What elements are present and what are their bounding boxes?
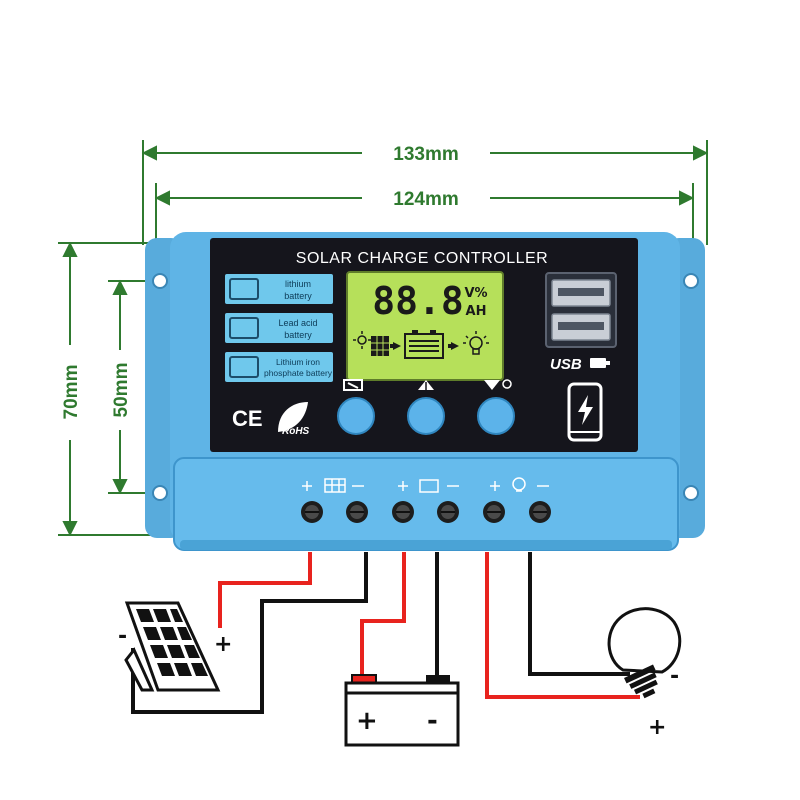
- battery-positive-label: +: [356, 706, 378, 736]
- battery-type-lithium: [225, 274, 333, 304]
- wire-solar-negative: [131, 552, 368, 714]
- terminal-screw[interactable]: [392, 501, 414, 523]
- dim-arrow: [679, 190, 695, 206]
- rohs-mark: RoHS: [282, 426, 310, 437]
- up-button[interactable]: [407, 397, 445, 435]
- battery-type-list: lithium battery Lead acid battery Lithiu…: [225, 274, 333, 382]
- terminal-screw[interactable]: [437, 501, 459, 523]
- mounting-hole: [152, 273, 168, 289]
- mounting-hole: [152, 485, 168, 501]
- arrow-right-icon-stem: [448, 344, 452, 348]
- solar-panel-stand: [124, 647, 155, 692]
- arrow-right-icon-stem: [390, 344, 394, 348]
- bulb-icon: [463, 331, 489, 355]
- bulb-glass: [607, 607, 682, 674]
- solar-panel-icon: [371, 336, 389, 356]
- dim-inner-height-label: 50mm: [111, 363, 132, 418]
- battery-type-lead-acid: [225, 313, 333, 343]
- usb-label: USB: [550, 356, 582, 373]
- battery-type-lithium-line1: lithium: [285, 279, 311, 289]
- leaf-icon: [278, 402, 308, 432]
- dim-outer-width-label: 133mm: [393, 144, 459, 165]
- bulb-icon: [512, 477, 526, 491]
- solar-panel-illustration: - +: [118, 601, 232, 692]
- dim-arrow: [112, 279, 128, 295]
- load-negative-label: -: [670, 664, 679, 689]
- lcd-unit-bottom: AH: [466, 304, 487, 319]
- mounting-hole: [683, 273, 699, 289]
- dimension-annotations: [58, 140, 709, 537]
- dim-arrow: [62, 521, 78, 537]
- wiring: [131, 552, 640, 714]
- wire-load-negative: [528, 552, 630, 676]
- bulb-illustration: - +: [607, 607, 682, 740]
- terminal-screws: [301, 501, 551, 523]
- lcd-display: 88.8 V% AH: [346, 271, 504, 381]
- dim-arrow: [112, 479, 128, 495]
- battery-level-icon: [404, 330, 444, 359]
- dim-arrow: [693, 145, 709, 161]
- terminal-screw[interactable]: [346, 501, 368, 523]
- solar-negative-label: -: [118, 624, 127, 649]
- front-panel: SOLAR CHARGE CONTROLLER lithium battery …: [210, 238, 638, 452]
- terminal-screw[interactable]: [301, 501, 323, 523]
- terminal-block-shadow: [180, 540, 672, 550]
- terminal-screw[interactable]: [483, 501, 505, 523]
- bulb-base: [624, 664, 658, 699]
- battery-type-lifepo4: [225, 352, 333, 382]
- battery-icon: [229, 278, 259, 300]
- battery-negative-label: -: [427, 706, 438, 736]
- ce-mark: CE: [232, 406, 263, 431]
- wire-solar-positive: [218, 552, 312, 628]
- lcd-unit-top: V%: [464, 286, 487, 301]
- menu-icon: [343, 379, 363, 391]
- wire-battery-positive: [360, 552, 406, 675]
- dim-arrow: [154, 190, 170, 206]
- terminal-labels: [302, 477, 549, 493]
- lcd-digits: 88.8: [372, 279, 464, 323]
- dim-inner-width-label: 124mm: [393, 189, 459, 210]
- battery-negative-terminal: [426, 675, 450, 685]
- down-arrow-load-icon: [484, 380, 500, 390]
- dim-arrow: [62, 241, 78, 257]
- battery-type-lifepo4-line1: Lithium iron: [276, 357, 320, 367]
- terminal-block: [173, 457, 679, 551]
- load-positive-label: +: [648, 715, 666, 740]
- menu-button[interactable]: [337, 397, 375, 435]
- panel-title: SOLAR CHARGE CONTROLLER: [296, 250, 548, 267]
- usb-port-1-slot: [558, 288, 604, 296]
- battery-body: [344, 691, 460, 747]
- battery-illustration: + -: [344, 674, 460, 747]
- battery-type-lithium-line2: battery: [284, 291, 312, 301]
- arrow-right-icon: [451, 342, 459, 350]
- battery-type-lead-acid-line2: battery: [284, 330, 312, 340]
- sun-icon: [353, 331, 371, 349]
- bulb-icon: [502, 379, 512, 389]
- dim-arrow: [141, 145, 157, 161]
- terminal-screw[interactable]: [529, 501, 551, 523]
- solar-positive-label: +: [214, 632, 232, 657]
- arrow-right-icon: [393, 342, 401, 350]
- dim-outer-height-label: 70mm: [61, 365, 82, 420]
- usb-battery-icon: [590, 358, 606, 368]
- wire-load-positive: [485, 552, 640, 699]
- down-load-button[interactable]: [477, 397, 515, 435]
- usb-port-2-slot: [558, 322, 604, 330]
- usb-battery-icon-tip: [606, 361, 610, 365]
- battery-icon: [229, 317, 259, 339]
- phone-charging-icon: [567, 382, 603, 442]
- battery-icon: [229, 356, 259, 378]
- mounting-hole: [683, 485, 699, 501]
- battery-icon: [419, 479, 439, 493]
- battery-type-lifepo4-line2: phosphate battery: [264, 368, 333, 378]
- battery-type-lead-acid-line1: Lead acid: [278, 318, 317, 328]
- solar-panel-cells: [136, 609, 208, 676]
- usb-ports: USB: [545, 272, 617, 373]
